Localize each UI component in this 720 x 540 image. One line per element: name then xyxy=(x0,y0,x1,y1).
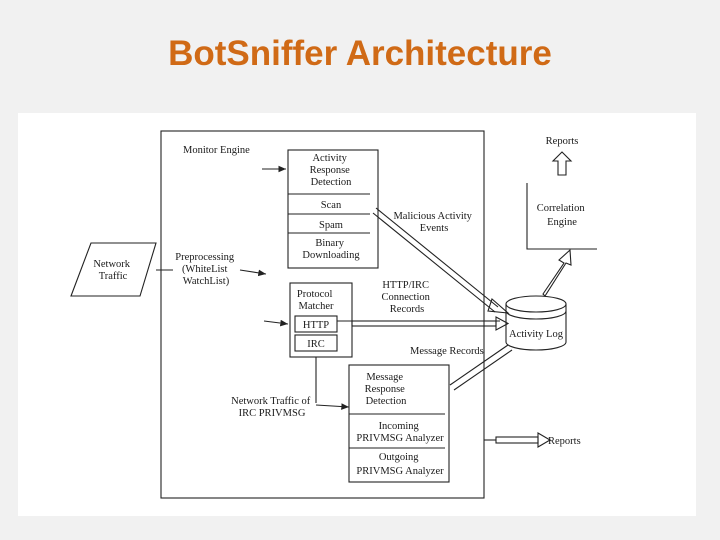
preprocessing-label: Preprocessing (WhiteList WatchList) xyxy=(175,252,237,287)
activity-log-label: Activity Log xyxy=(509,329,564,340)
message-records-line-a xyxy=(449,344,509,386)
http-to-log-arrow xyxy=(351,320,497,327)
slide-title: BotSniffer Architecture xyxy=(168,34,552,73)
correlation-engine-box xyxy=(526,183,597,250)
correlation-engine-label: Correlation Engine xyxy=(537,203,587,228)
monitor-engine-label: Monitor Engine xyxy=(183,145,250,156)
figure-panel xyxy=(18,113,696,516)
irc-cell xyxy=(294,334,338,352)
connection-records-label: HTTP/IRC Connection Records xyxy=(381,280,432,315)
architecture-diagram: Monitor Engine Network Traffic Preproces… xyxy=(70,130,597,499)
to-protocol-arrow xyxy=(263,319,289,327)
binary-downloading-label: Binary Downloading xyxy=(302,238,360,261)
incoming-analyzer-label: Incoming PRIVMSG Analyzer xyxy=(356,421,444,444)
activity-response-label: Activity Response Detection xyxy=(310,153,353,188)
http-label: HTTP xyxy=(303,320,329,331)
outgoing-analyzer-label: Outgoing PRIVMSG Analyzer xyxy=(356,452,444,477)
scan-label: Scan xyxy=(321,200,342,211)
reports-top-label: Reports xyxy=(546,136,579,147)
spam-label: Spam xyxy=(319,220,343,231)
activity-log-top xyxy=(505,295,567,313)
malicious-to-log-arrowhead xyxy=(487,298,510,314)
malicious-to-log-line-b xyxy=(372,212,496,313)
monitor-engine-frame xyxy=(160,130,485,499)
reports-right-arrow-shaft xyxy=(495,436,539,444)
http-cell xyxy=(294,315,338,333)
message-records-line-b xyxy=(453,349,513,391)
message-records-label: Message Records xyxy=(410,346,484,357)
network-traffic-shape xyxy=(70,242,157,297)
reports-right-arrowhead xyxy=(537,432,552,448)
malicious-activity-label: Malicious Activity Events xyxy=(393,211,474,234)
activity-log-band xyxy=(505,310,567,320)
protocol-matcher-label: Protocol Matcher xyxy=(297,289,335,312)
reports-right-label: Reports xyxy=(548,436,581,447)
reports-top-arrow xyxy=(551,151,573,176)
activity-log-cylinder xyxy=(505,304,567,351)
irc-privmsg-arrow xyxy=(315,403,350,410)
network-traffic-label: Network Traffic xyxy=(93,259,132,282)
irc-privmsg-label: Network Traffic of IRC PRIVMSG xyxy=(231,396,313,419)
preprocess-arrow xyxy=(239,269,267,277)
message-response-label: Message Response Detection xyxy=(365,372,408,407)
malicious-to-log-line-a xyxy=(375,207,499,308)
http-to-log-arrowhead xyxy=(495,316,510,331)
irc-label: IRC xyxy=(307,339,325,350)
log-to-correlation-arrow xyxy=(542,248,572,297)
protocol-matcher-box xyxy=(289,282,353,358)
